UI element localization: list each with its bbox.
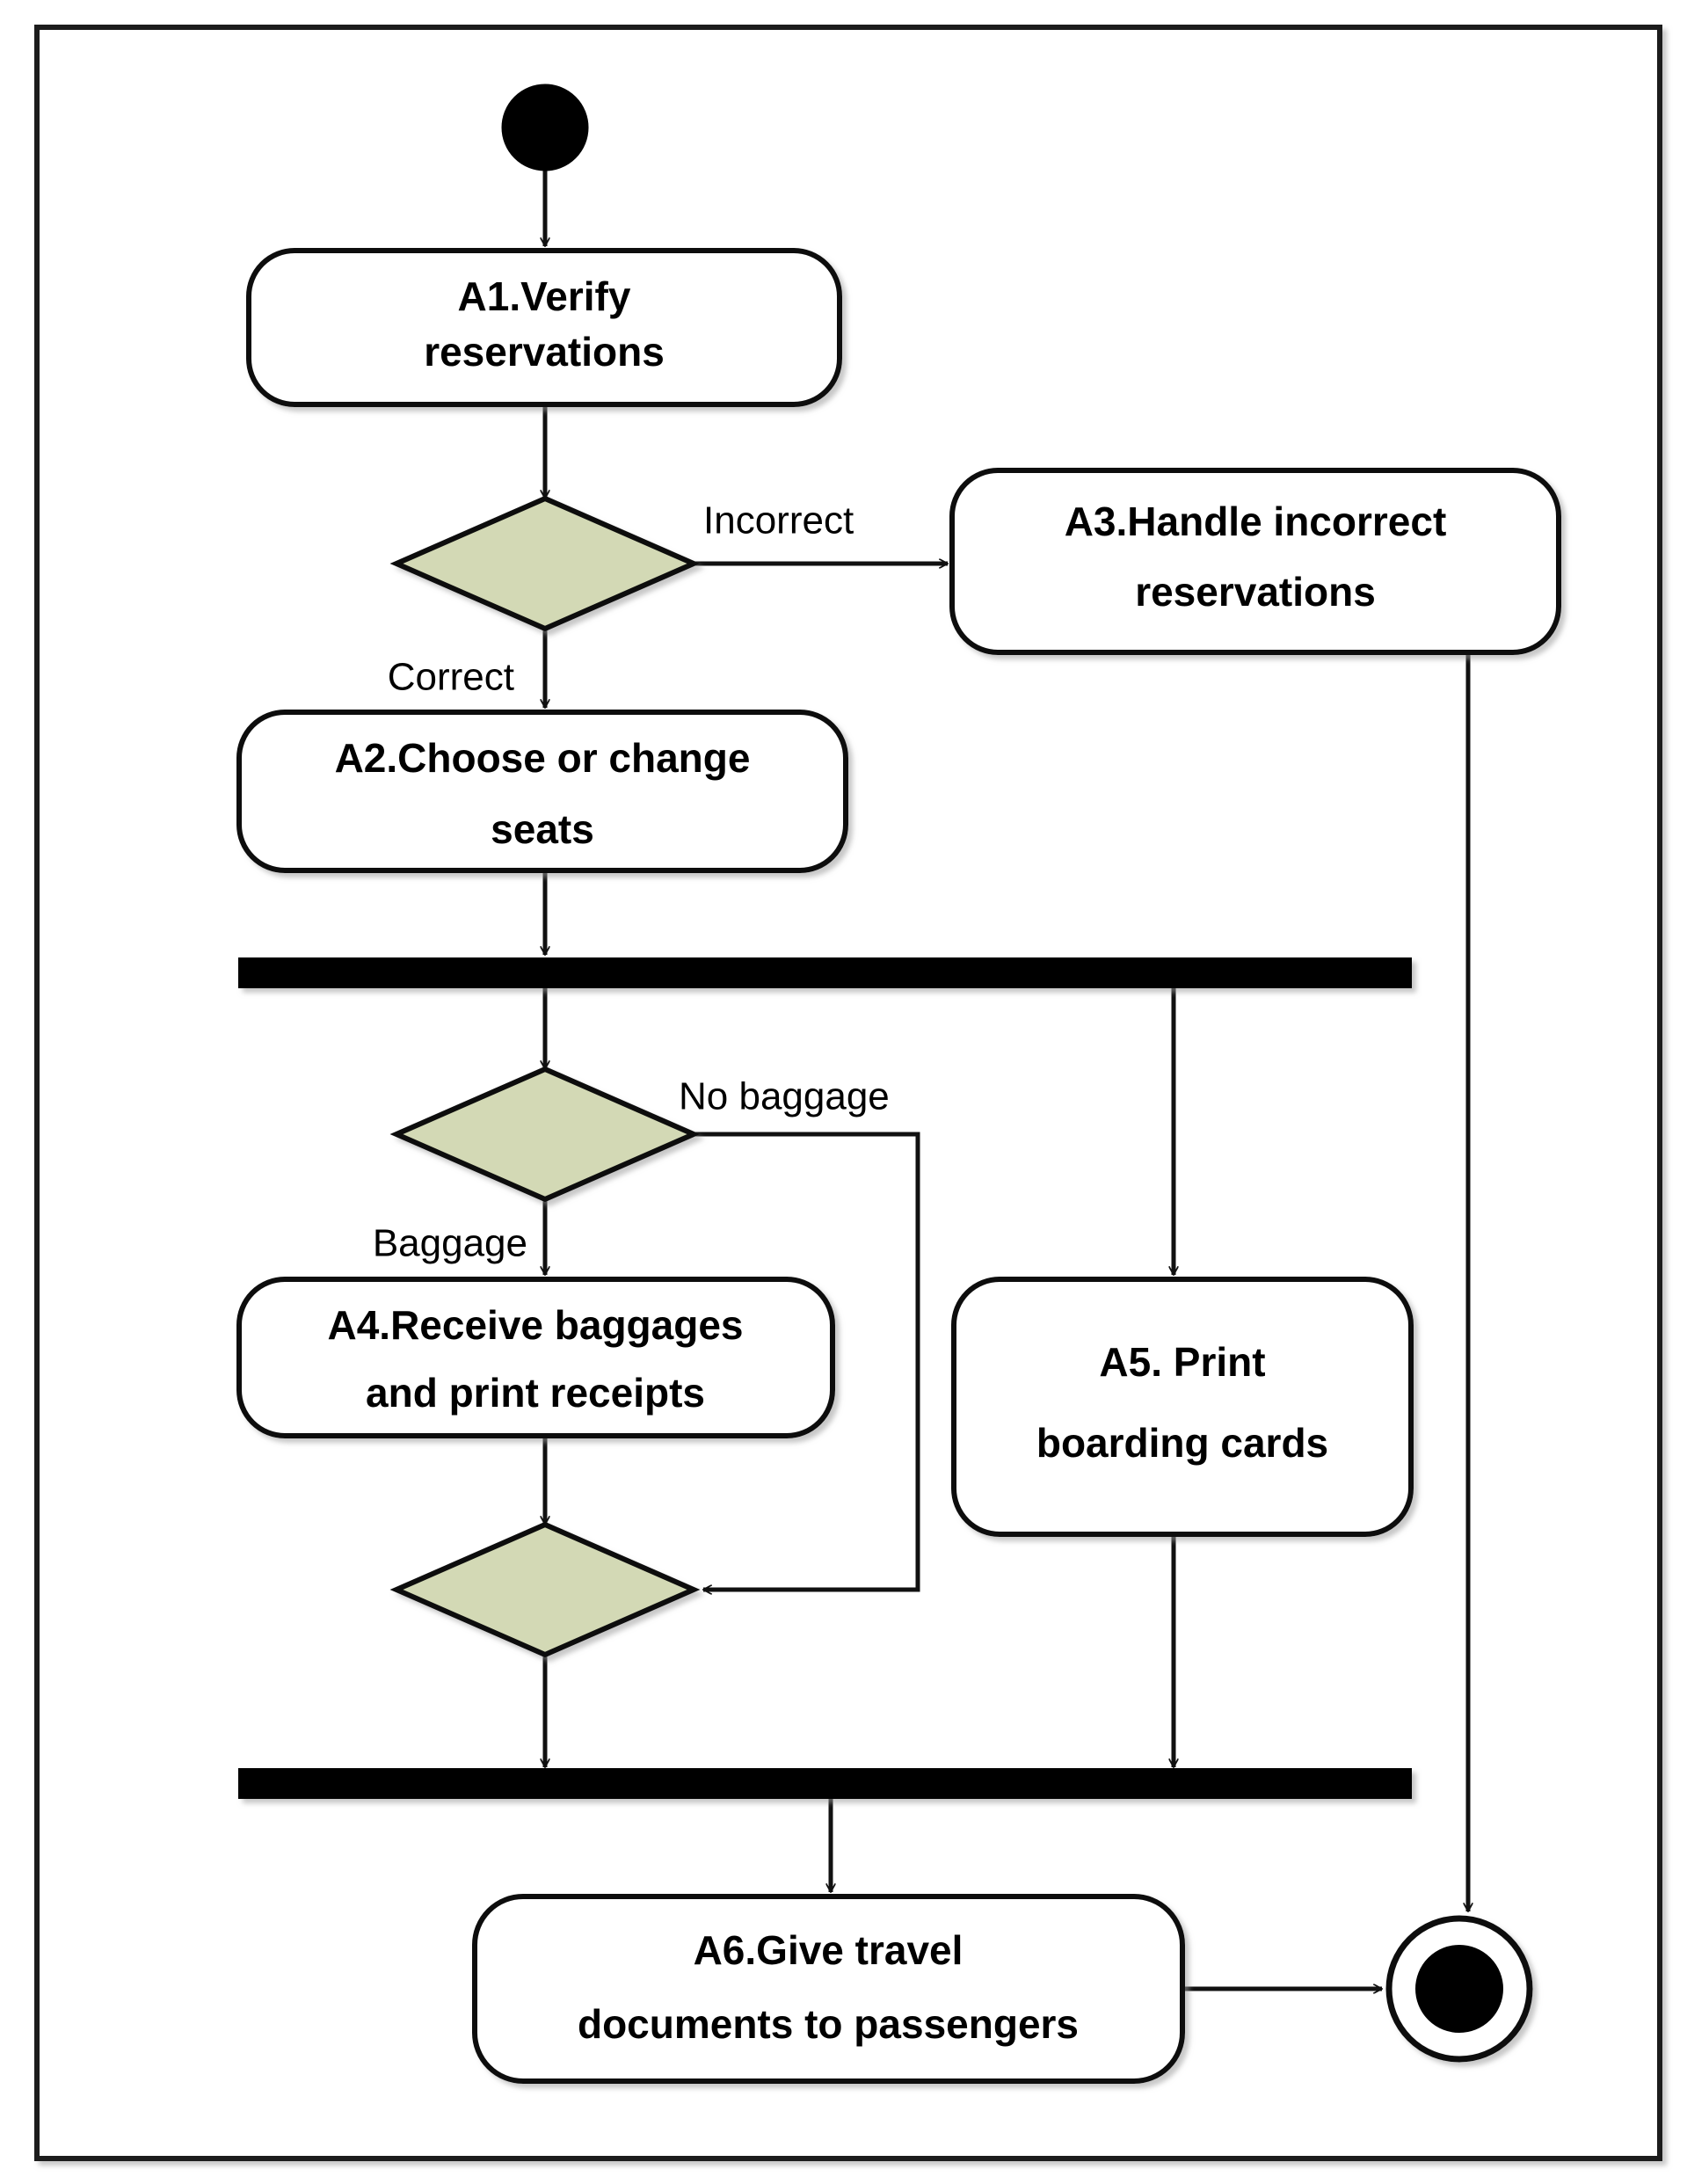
- guard-label-baggage: Baggage: [373, 1222, 527, 1265]
- fork-bar: [238, 957, 1412, 988]
- activity-a5[interactable]: A5. Print boarding cards: [951, 1277, 1414, 1537]
- activity-a3-line-2: reservations: [1135, 569, 1376, 615]
- activity-a1[interactable]: A1.Verify reservations: [246, 248, 842, 407]
- activity-a2-line-1: A2.Choose or change: [335, 735, 751, 781]
- decision-reservation-check[interactable]: [389, 495, 701, 632]
- guard-label-no-baggage: No baggage: [679, 1075, 890, 1118]
- activity-a5-line-2: boarding cards: [1036, 1420, 1328, 1466]
- activity-a2[interactable]: A2.Choose or change seats: [236, 710, 848, 873]
- merge-baggage[interactable]: [389, 1521, 701, 1658]
- decision-baggage-check[interactable]: [389, 1066, 701, 1203]
- activity-a2-line-2: seats: [491, 806, 594, 852]
- end-node: [1385, 1915, 1533, 2063]
- activity-a6-line-2: documents to passengers: [578, 2001, 1079, 2047]
- activity-a1-line-1: A1.Verify: [458, 273, 631, 319]
- activity-a1-line-2: reservations: [424, 329, 665, 375]
- edge-d2-to-merge: [694, 1132, 920, 1590]
- activity-a6-line-1: A6.Give travel: [694, 1927, 963, 1973]
- guard-label-incorrect: Incorrect: [703, 499, 854, 542]
- guard-label-correct: Correct: [388, 656, 514, 699]
- activity-a5-line-1: A5. Print: [1099, 1339, 1265, 1385]
- join-bar: [238, 1768, 1412, 1799]
- activity-a6[interactable]: A6.Give travel documents to passengers: [472, 1894, 1185, 2084]
- activity-a4-line-2: and print receipts: [366, 1370, 705, 1416]
- start-node: [501, 84, 589, 171]
- activity-a4-line-1: A4.Receive baggages: [327, 1302, 743, 1348]
- activity-a4[interactable]: A4.Receive baggages and print receipts: [236, 1277, 835, 1438]
- activity-a3-line-1: A3.Handle incorrect: [1065, 499, 1447, 544]
- activity-a3[interactable]: A3.Handle incorrect reservations: [949, 468, 1561, 655]
